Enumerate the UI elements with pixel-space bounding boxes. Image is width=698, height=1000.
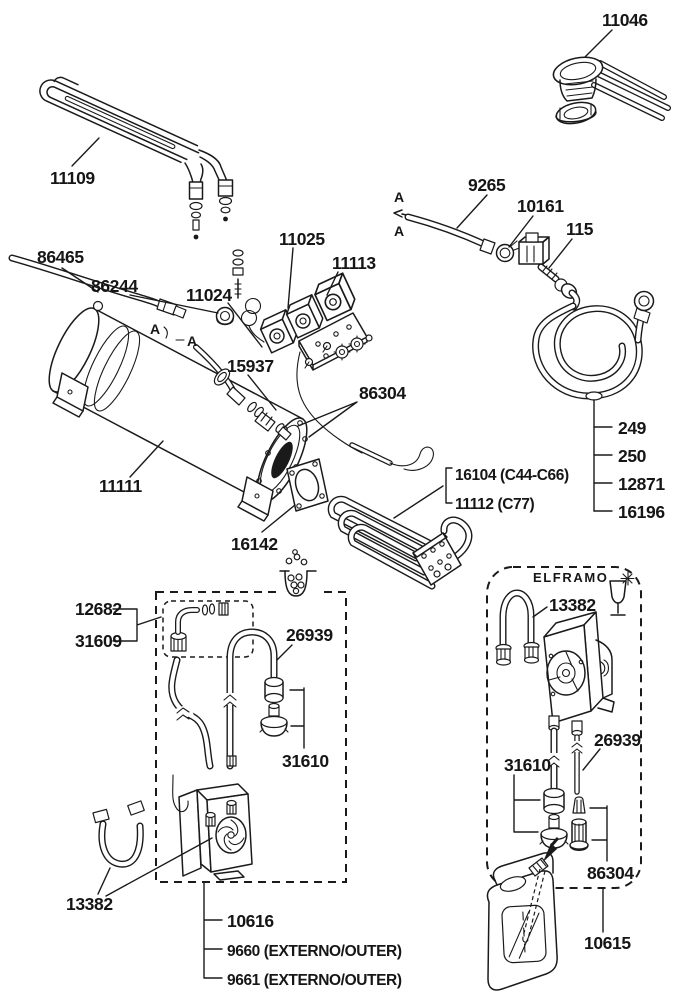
label-thermostat-left: 11024 bbox=[186, 285, 232, 305]
label-solenoid-valve: 115 bbox=[566, 219, 594, 239]
label-small-clamp: 15937 bbox=[227, 356, 274, 376]
detergent-pump-box-drawing bbox=[92, 549, 347, 979]
label-pump-stack-1: 10616 bbox=[227, 911, 274, 931]
screw-plug-element-drawing bbox=[552, 29, 671, 125]
rinse-aid-glass-icon bbox=[609, 571, 635, 616]
label-u-hose-right: 13382 bbox=[549, 595, 596, 615]
immersion-element-drawing bbox=[327, 467, 473, 590]
label-suction-tube-right: 26939 bbox=[594, 730, 641, 750]
label-screw-plug-element: 11046 bbox=[602, 10, 648, 30]
label-inlet-hose: 9265 bbox=[468, 175, 506, 195]
flat-heating-element-drawing bbox=[39, 76, 234, 240]
elframo-box-drawing bbox=[486, 566, 642, 991]
label-pump-stack-2: 9660 (EXTERNO/OUTER) bbox=[227, 943, 402, 960]
label-elframo-brand: ELFRAMO bbox=[533, 570, 608, 585]
supply-hose-drawing bbox=[8, 254, 235, 326]
label-fill-hose-3: 12871 bbox=[618, 474, 665, 494]
connector-mark-a2: A bbox=[394, 223, 404, 239]
label-canister-fitting: 86304 bbox=[587, 863, 634, 883]
label-suction-tube-left: 26939 bbox=[286, 625, 333, 645]
label-supply-hose: 86465 bbox=[37, 247, 84, 267]
label-thermostat-middle: 11025 bbox=[279, 229, 325, 249]
connector-mark-a1: A bbox=[394, 189, 404, 205]
label-flat-heating-element: 11109 bbox=[50, 168, 95, 188]
terminal-hardware-drawing bbox=[232, 249, 265, 343]
label-u-hose-left: 13382 bbox=[66, 894, 113, 914]
label-boiler: 11111 bbox=[99, 476, 142, 496]
label-immersion-element-b: 11112 (C77) bbox=[455, 496, 534, 513]
label-immersion-element-a: 16104 (C44-C66) bbox=[455, 467, 569, 484]
connector-mark-a4: A bbox=[187, 333, 197, 349]
inlet-assembly-drawing bbox=[393, 194, 655, 512]
detergent-basket-icon bbox=[278, 549, 318, 598]
label-lock-nut: 86244 bbox=[91, 276, 138, 296]
label-thermostat-right: 11113 bbox=[332, 253, 376, 273]
connector-mark-a3: A bbox=[150, 321, 160, 337]
label-elbow-fitting: 12682 bbox=[75, 599, 122, 619]
gasket-drawing bbox=[261, 458, 329, 533]
label-fill-hose-1: 249 bbox=[618, 418, 647, 438]
label-fitting-center: 86304 bbox=[359, 383, 406, 403]
label-hose-clamp: 10161 bbox=[517, 196, 564, 216]
labels: 11109 11046 9265 10161 115 A A A A 86465… bbox=[37, 10, 666, 989]
label-kit: 10615 bbox=[584, 933, 631, 953]
label-foot-valve-right: 31610 bbox=[504, 755, 551, 775]
label-pump-stack-3: 9661 (EXTERNO/OUTER) bbox=[227, 972, 402, 989]
thermostat-group-drawing bbox=[227, 247, 373, 371]
label-foot-valve-left: 31610 bbox=[282, 751, 329, 771]
label-fill-hose-4: 16196 bbox=[618, 502, 665, 522]
label-gasket: 16142 bbox=[231, 534, 278, 554]
label-elbow-seal-kit: 31609 bbox=[75, 631, 122, 651]
label-fill-hose-2: 250 bbox=[618, 446, 647, 466]
boiler-drawing bbox=[48, 300, 434, 522]
